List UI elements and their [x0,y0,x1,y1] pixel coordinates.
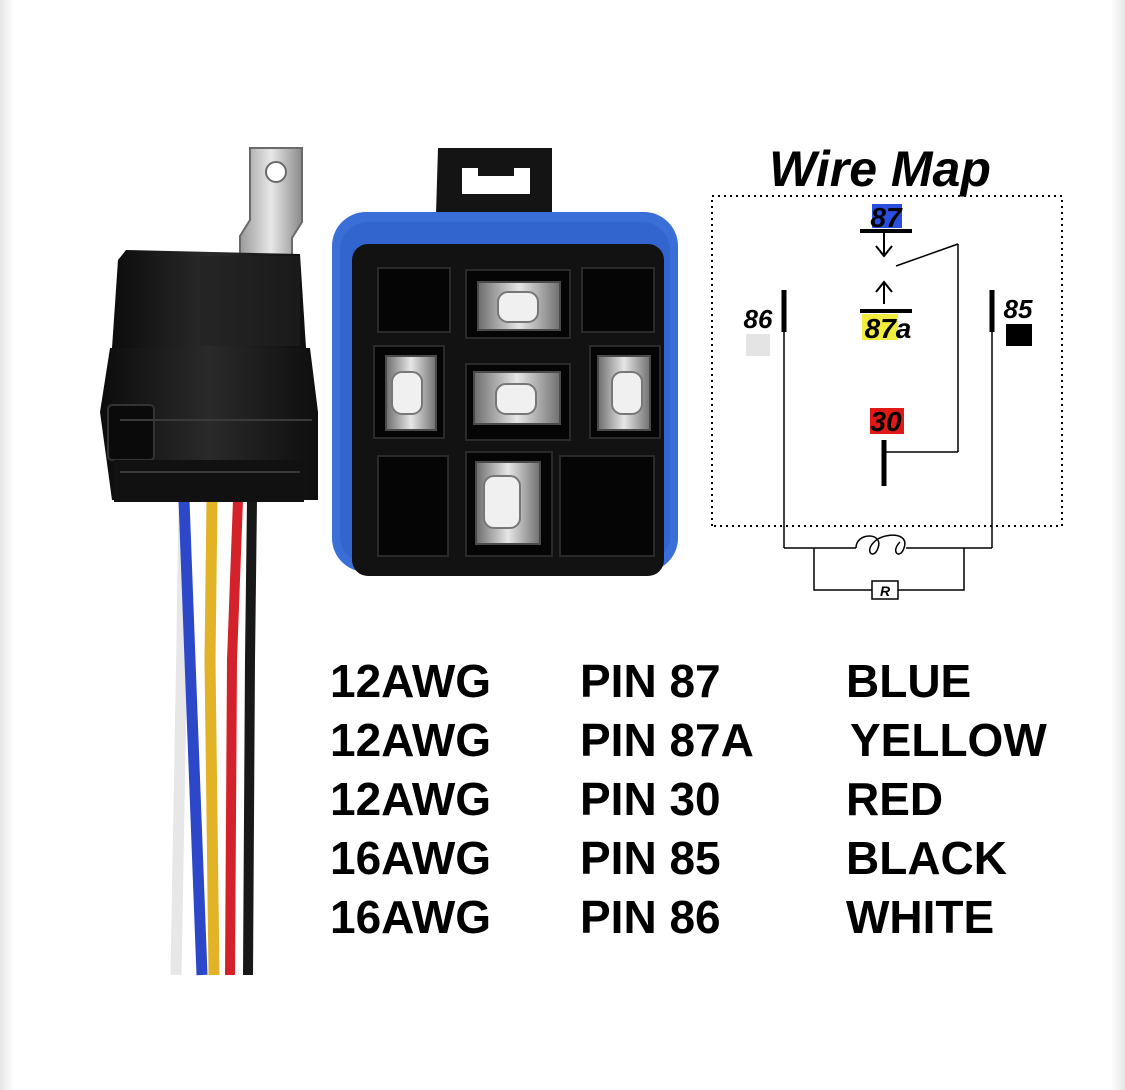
spec-color: RED [846,773,944,825]
resistor-symbol [871,580,899,600]
relay-with-harness-image [100,147,318,976]
mounting-hole [265,161,287,183]
pin-85-swatch [1006,324,1032,346]
relay-wiring-diagram: Wire Map 87 87a 86 85 30 [711,141,1063,600]
label-87a: 87a [865,313,912,344]
spec-gauge: 16AWG [330,891,492,943]
spec-color: BLUE [846,655,972,707]
spec-row: 16AWG PIN 85 BLACK [330,829,1070,888]
diagram-dotted-boundary [711,195,1063,527]
spec-gauge: 16AWG [330,832,492,884]
wire-blue [178,499,208,976]
spec-pin: PIN 85 [580,832,721,884]
spec-pin: PIN 86 [580,891,721,943]
label-87a-highlight [862,314,898,340]
label-85: 85 [1004,294,1033,324]
pin-86-swatch [746,334,770,356]
coil-symbol [855,534,906,555]
wire-spec-table: 12AWG PIN 87 BLUE 12AWG PIN 87A YELLOW 1… [330,652,1070,947]
waterproof-socket-image [332,148,678,576]
spec-gauge: 12AWG [330,773,492,825]
spec-row: 12AWG PIN 87A YELLOW [330,711,1070,770]
resistor-label: R [880,583,891,599]
spec-row: 12AWG PIN 87 BLUE [330,652,1070,711]
spec-pin: PIN 87A [580,714,754,766]
wire-yellow [204,499,220,976]
socket-collar [114,460,304,502]
spec-gauge: 12AWG [330,714,492,766]
spec-row: 16AWG PIN 86 WHITE [330,888,1070,947]
wire-red [225,499,243,976]
switch-arm [895,243,959,267]
spec-row: 12AWG PIN 30 RED [330,770,1070,829]
label-87: 87 [870,202,903,233]
spec-color: YELLOW [850,714,1047,766]
spec-pin: PIN 87 [580,655,721,707]
spec-pin: PIN 30 [580,773,721,825]
relay-top-ridge [200,256,300,346]
image-edge-right [1111,0,1125,1090]
label-87-highlight [872,204,902,228]
harness-wires [170,499,257,976]
spec-color: WHITE [846,891,995,943]
image-edge-left [0,0,14,1090]
wire-map-title: Wire Map [769,141,991,197]
spec-gauge: 12AWG [330,655,492,707]
label-86: 86 [744,304,773,334]
socket-clip [107,404,155,461]
wire-black [243,499,257,976]
label-30: 30 [870,406,902,437]
label-30-highlight [870,408,904,434]
socket-terminals [385,281,651,545]
spec-color: BLACK [846,832,1007,884]
